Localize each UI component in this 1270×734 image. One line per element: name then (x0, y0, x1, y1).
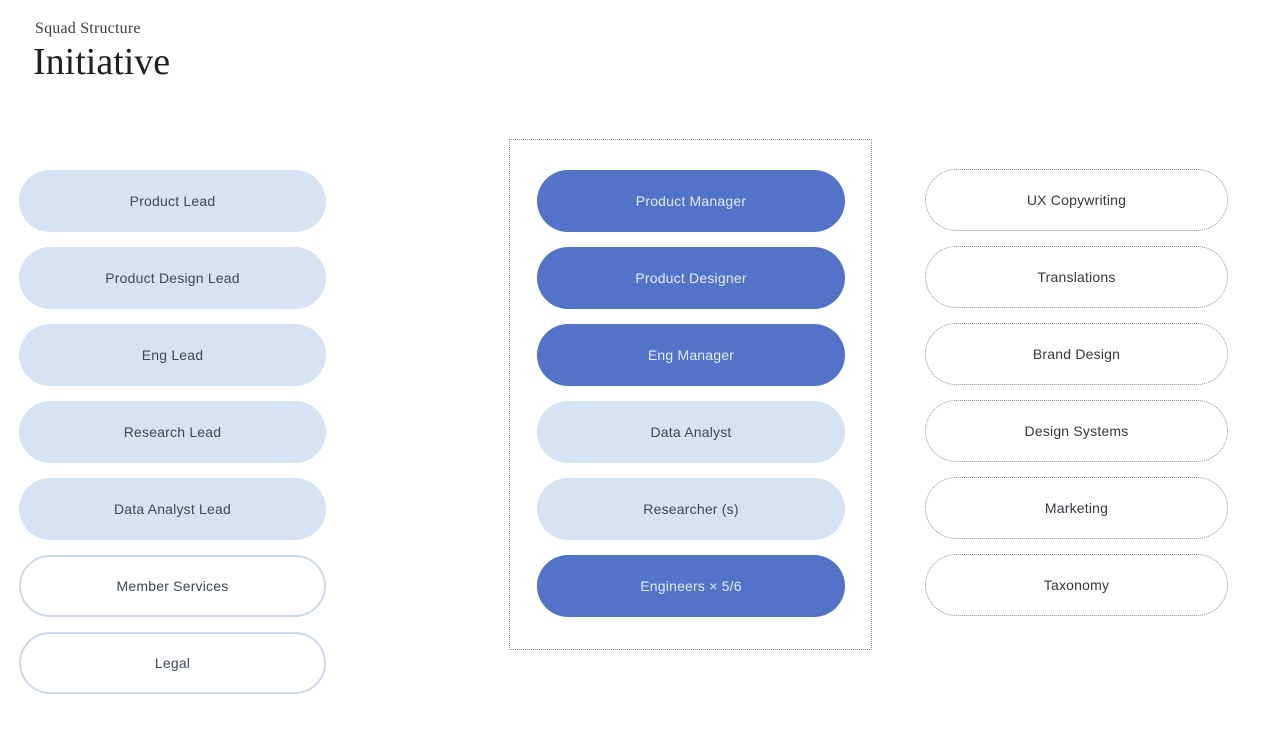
pill-data-analyst-lead: Data Analyst Lead (19, 478, 326, 540)
pill-researcher-s: Researcher (s) (537, 478, 845, 540)
pill-ux-copywriting: UX Copywriting (925, 169, 1228, 231)
pill-label: Eng Manager (647, 347, 735, 363)
pill-label: Taxonomy (1043, 577, 1110, 593)
pill-taxonomy: Taxonomy (925, 554, 1228, 616)
leads-column: Product Lead Product Design Lead Eng Lea… (19, 170, 326, 694)
pill-label: Member Services (116, 578, 229, 594)
pill-design-systems: Design Systems (925, 400, 1228, 462)
pill-label: UX Copywriting (1026, 192, 1127, 208)
squad-column: Product Manager Product Designer Eng Man… (537, 170, 845, 617)
pill-label: Research Lead (123, 424, 222, 440)
pill-product-designer: Product Designer (537, 247, 845, 309)
support-column: UX Copywriting Translations Brand Design… (925, 169, 1228, 616)
squad-dotted-container: Product Manager Product Designer Eng Man… (509, 139, 872, 650)
pill-label: Product Lead (129, 193, 216, 209)
pill-label: Eng Lead (141, 347, 204, 363)
pill-member-services: Member Services (19, 555, 326, 617)
pill-engineers-5-6: Engineers × 5/6 (537, 555, 845, 617)
pill-product-lead: Product Lead (19, 170, 326, 232)
pill-label: Researcher (s) (643, 501, 739, 517)
pill-translations: Translations (925, 246, 1228, 308)
pill-eng-manager: Eng Manager (537, 324, 845, 386)
pill-research-lead: Research Lead (19, 401, 326, 463)
diagram-subtitle: Squad Structure (35, 20, 141, 37)
pill-legal: Legal (19, 632, 326, 694)
pill-product-design-lead: Product Design Lead (19, 247, 326, 309)
diagram-header: Squad Structure Initiative (33, 20, 171, 84)
pill-label: Data Analyst Lead (113, 501, 232, 517)
pill-label: Data Analyst (650, 424, 732, 440)
pill-label: Design Systems (1024, 423, 1129, 439)
pill-label: Product Design Lead (105, 270, 240, 286)
pill-label: Brand Design (1032, 346, 1121, 362)
pill-label: Translations (1037, 269, 1116, 285)
pill-data-analyst: Data Analyst (537, 401, 845, 463)
pill-label: Legal (154, 655, 191, 671)
pill-label: Engineers × 5/6 (640, 578, 742, 594)
pill-marketing: Marketing (925, 477, 1228, 539)
page-title: Initiative (33, 41, 171, 83)
pill-label: Product Designer (635, 270, 747, 286)
pill-brand-design: Brand Design (925, 323, 1228, 385)
pill-product-manager: Product Manager (537, 170, 845, 232)
pill-label: Marketing (1044, 500, 1109, 516)
pill-label: Product Manager (635, 193, 747, 209)
pill-eng-lead: Eng Lead (19, 324, 326, 386)
